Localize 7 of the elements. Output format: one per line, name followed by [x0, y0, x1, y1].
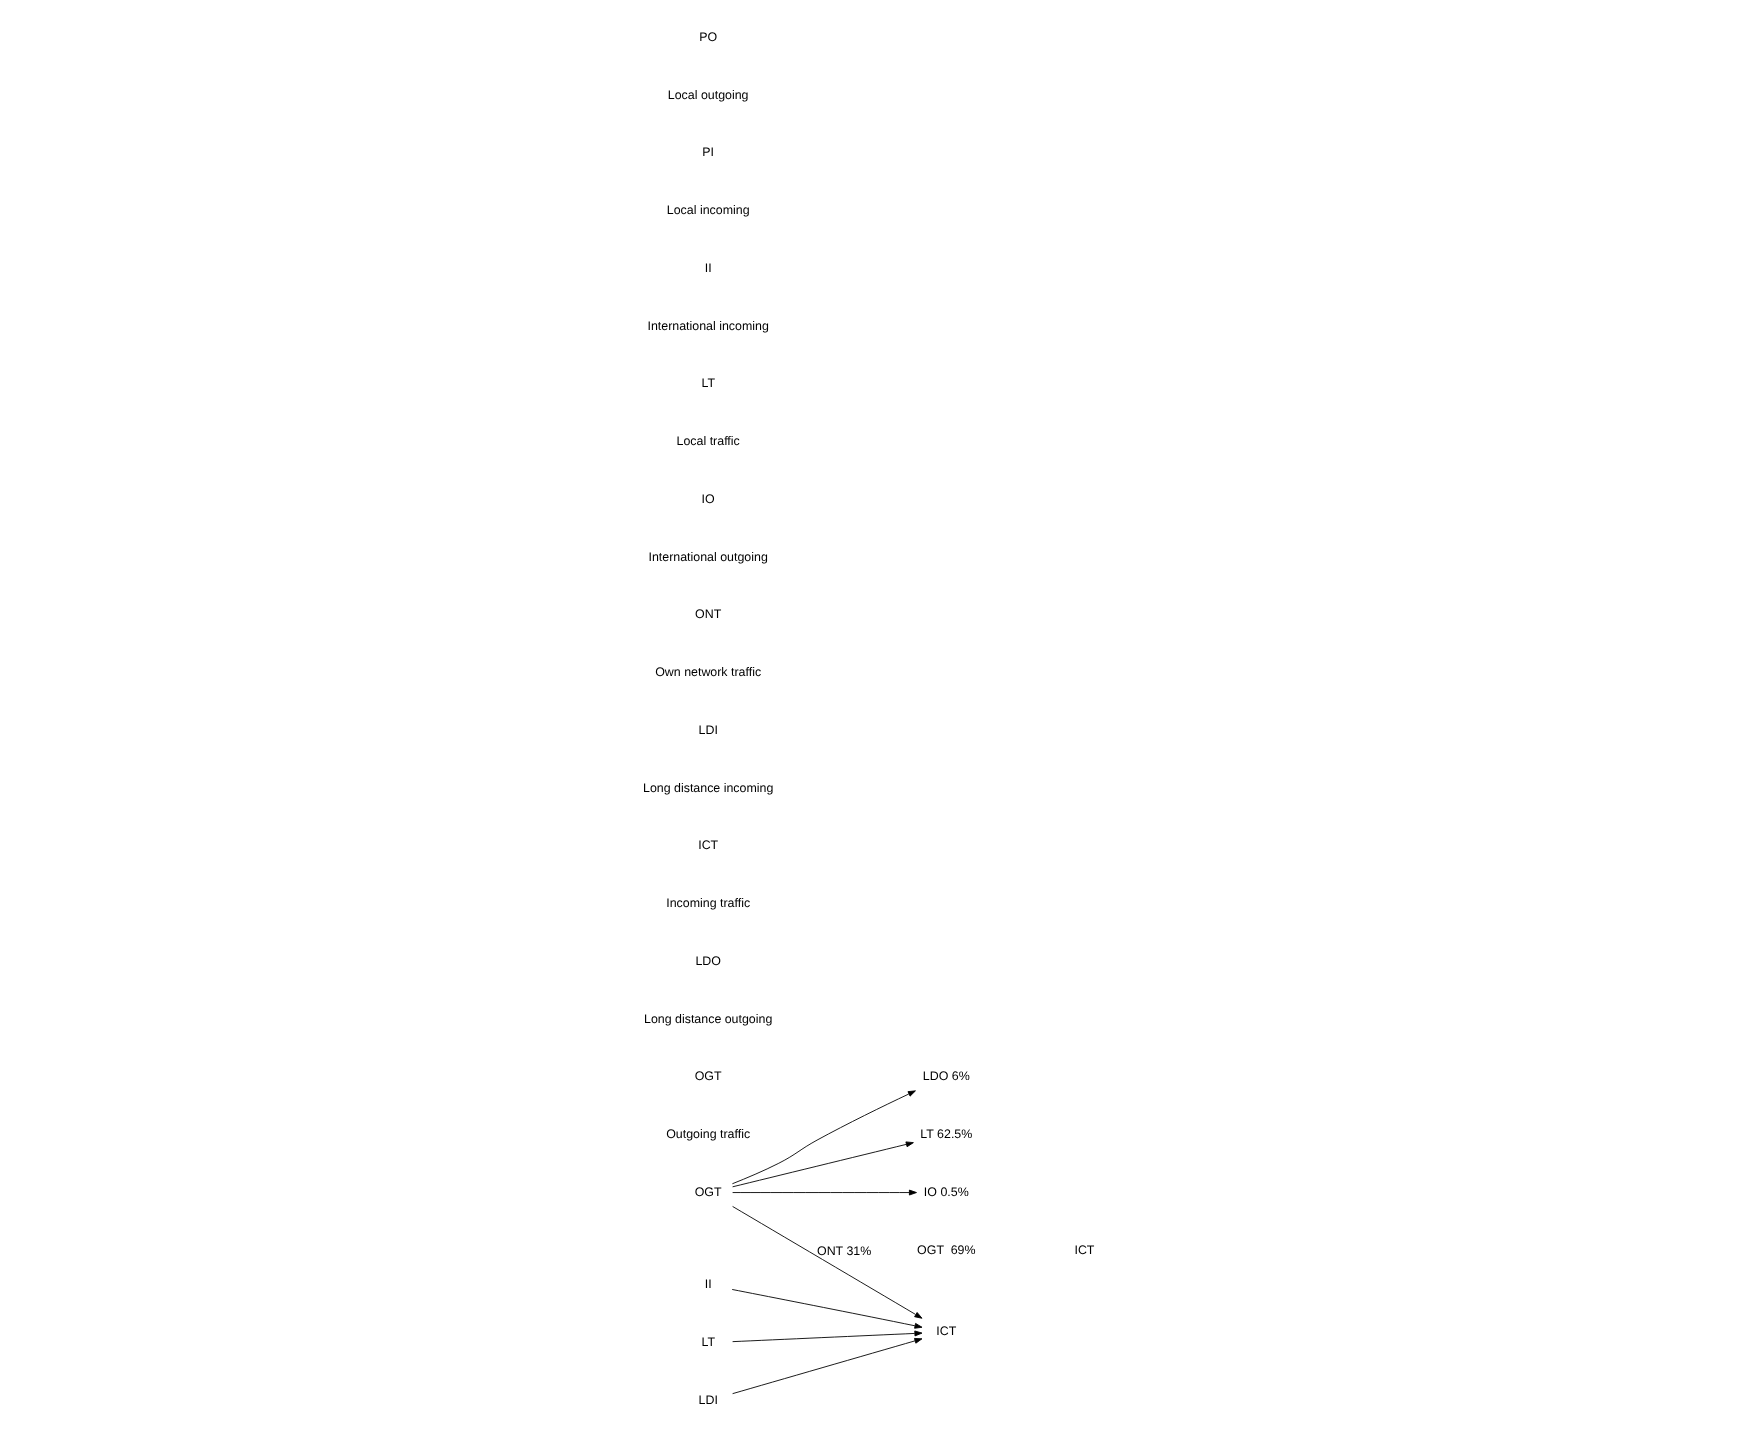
arrow: [731, 1330, 922, 1343]
arrow: [731, 1189, 916, 1196]
arrow: [731, 1141, 913, 1188]
arrow: [731, 1206, 922, 1319]
arrow: [730, 1289, 922, 1329]
arrow: [731, 1337, 922, 1395]
arrow: [730, 1090, 915, 1185]
